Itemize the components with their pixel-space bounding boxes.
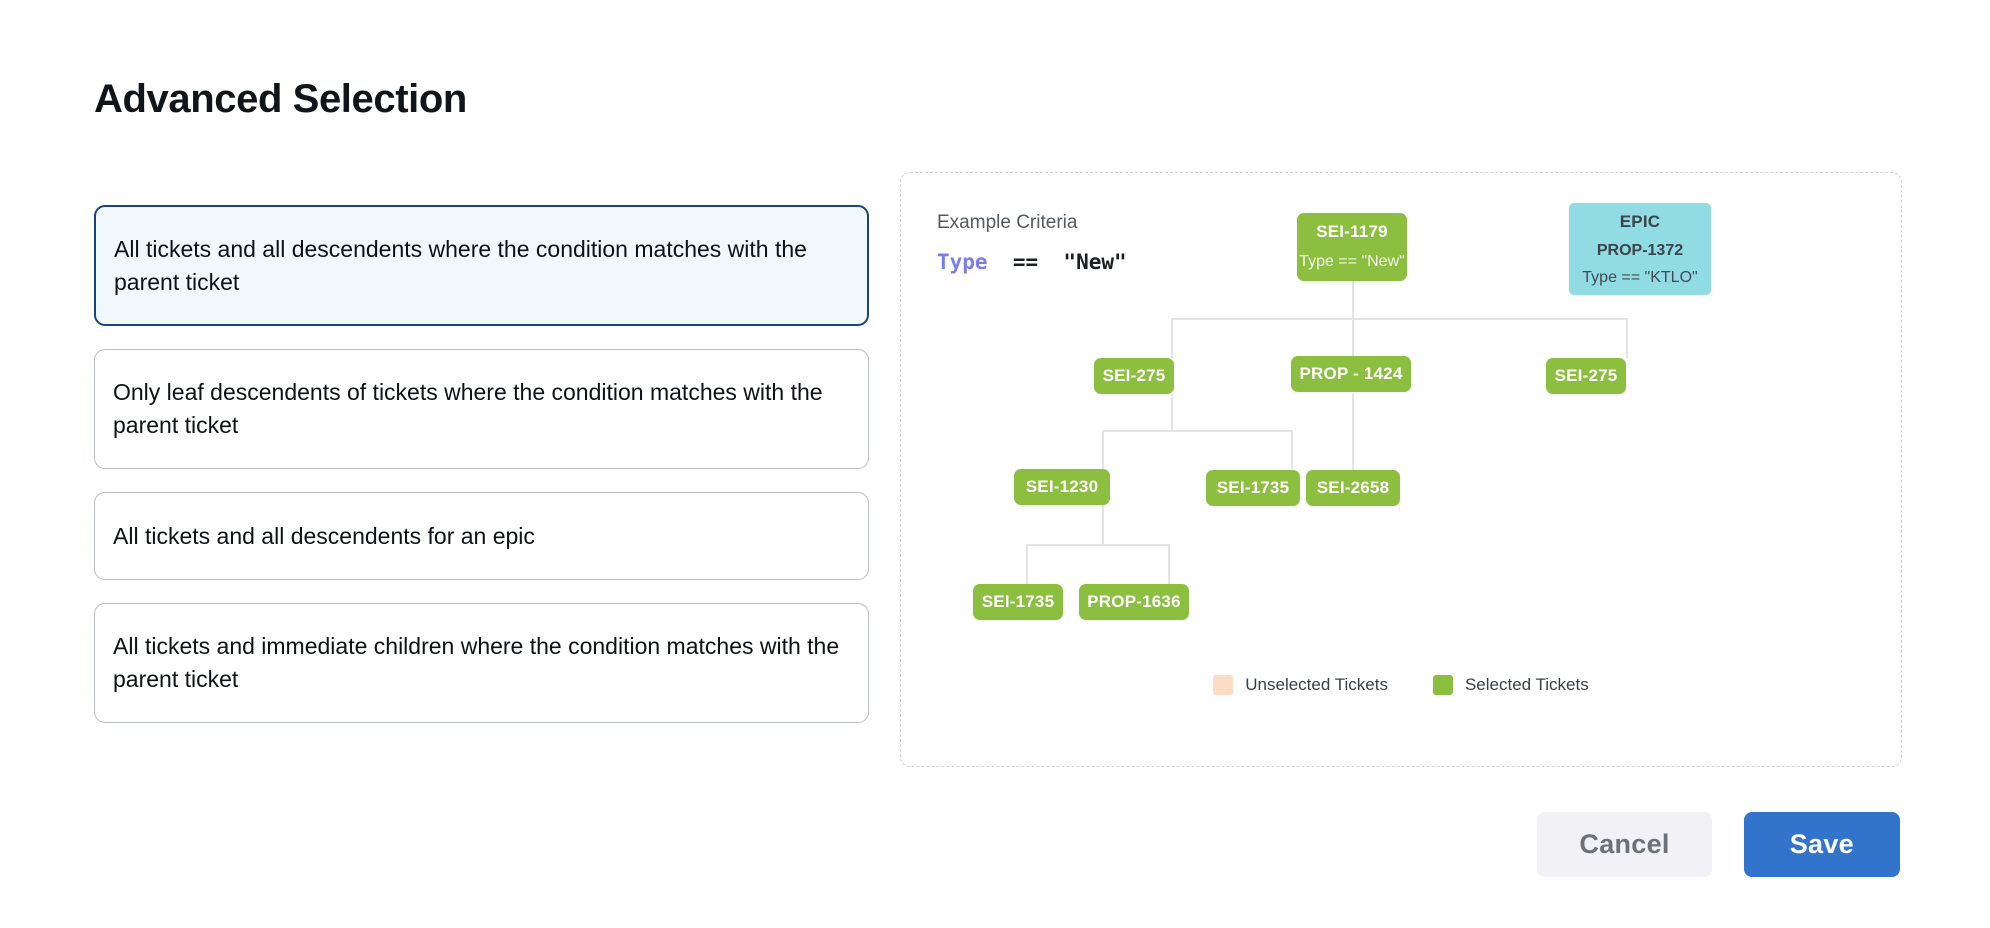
node-prop-1636[interactable]: PROP-1636 — [1079, 584, 1189, 620]
diagram-legend: Unselected Tickets Selected Tickets — [901, 675, 1901, 695]
option-label: All tickets and all descendents where th… — [114, 236, 807, 295]
node-id: SEI-1735 — [1216, 478, 1290, 498]
node-id: SEI-1179 — [1316, 222, 1388, 242]
legend-label: Selected Tickets — [1464, 675, 1589, 694]
node-sei-275-left[interactable]: SEI-275 — [1094, 358, 1174, 394]
node-id: PROP - 1424 — [1299, 364, 1403, 384]
criteria-keyword: Type — [937, 249, 988, 274]
connector-root-down — [1352, 281, 1354, 319]
option-label: All tickets and all descendents for an e… — [113, 522, 535, 549]
node-id: SEI-275 — [1102, 366, 1166, 386]
connector-prop1424-down — [1352, 394, 1354, 470]
connector-row2-mid-drop — [1352, 318, 1354, 358]
connector-row2-bus — [1171, 318, 1627, 320]
node-epic-prop-1372[interactable]: EPIC PROP-1372 Type == "KTLO" — [1569, 203, 1711, 295]
node-id: SEI-1230 — [1025, 477, 1099, 497]
selection-options-list: All tickets and all descendents where th… — [94, 205, 869, 746]
connector-row3-left-drop — [1102, 430, 1104, 469]
option-card-leaf-descendents[interactable]: Only leaf descendents of tickets where t… — [94, 349, 869, 469]
option-card-immediate-children[interactable]: All tickets and immediate children where… — [94, 603, 869, 723]
criteria-expression: Type == "New" — [937, 250, 1127, 274]
connector-row4-bus — [1026, 544, 1169, 546]
option-card-all-descendents[interactable]: All tickets and all descendents where th… — [94, 205, 869, 327]
node-kind: EPIC — [1619, 211, 1661, 231]
node-sei-1179[interactable]: SEI-1179 Type == "New" — [1297, 213, 1407, 281]
connector-row3-bus — [1102, 430, 1292, 432]
criteria-block: Example Criteria Type == "New" — [937, 211, 1127, 274]
selected-ticket-swatch-icon — [1432, 675, 1453, 695]
connector-row3-right-drop — [1291, 430, 1293, 469]
option-label: All tickets and immediate children where… — [113, 633, 840, 692]
legend-label: Unselected Tickets — [1245, 675, 1388, 694]
node-sei-275-right[interactable]: SEI-275 — [1546, 358, 1626, 394]
node-id: PROP-1372 — [1596, 241, 1684, 259]
node-id: SEI-1735 — [981, 592, 1055, 612]
unselected-ticket-swatch-icon — [1213, 675, 1234, 695]
example-diagram-panel: Example Criteria Type == "New" SEI-1179 … — [900, 172, 1902, 767]
cancel-button[interactable]: Cancel — [1537, 812, 1712, 877]
legend-item-selected: Selected Tickets — [1432, 675, 1589, 695]
option-label: Only leaf descendents of tickets where t… — [113, 379, 823, 438]
node-id: SEI-2658 — [1316, 478, 1390, 498]
legend-item-unselected: Unselected Tickets — [1213, 675, 1388, 695]
node-sei-1735-row3[interactable]: SEI-1735 — [1206, 470, 1300, 506]
node-subtitle: Type == "New" — [1299, 253, 1405, 271]
node-sei-1735-row4[interactable]: SEI-1735 — [973, 584, 1063, 620]
node-subtitle: Type == "KTLO" — [1582, 269, 1698, 287]
option-card-epic-descendents[interactable]: All tickets and all descendents for an e… — [94, 491, 869, 581]
node-sei-2658[interactable]: SEI-2658 — [1306, 470, 1400, 506]
connector-row2-right-drop — [1626, 318, 1628, 358]
criteria-title: Example Criteria — [937, 212, 1078, 233]
dialog-footer: Cancel Save — [1537, 812, 1900, 877]
node-id: PROP-1636 — [1087, 592, 1181, 612]
connector-row2-left-drop — [1171, 318, 1173, 358]
save-button[interactable]: Save — [1743, 812, 1900, 877]
node-sei-1230[interactable]: SEI-1230 — [1014, 469, 1110, 505]
node-prop-1424[interactable]: PROP - 1424 — [1291, 356, 1411, 392]
connector-sei275-down — [1171, 394, 1173, 431]
criteria-operand: == "New" — [987, 249, 1127, 274]
node-id: SEI-275 — [1554, 366, 1618, 386]
page-title: Advanced Selection — [94, 76, 467, 121]
connector-row4-left-drop — [1026, 544, 1028, 584]
connector-sei1230-down — [1102, 505, 1104, 545]
connector-row4-right-drop — [1168, 544, 1170, 584]
